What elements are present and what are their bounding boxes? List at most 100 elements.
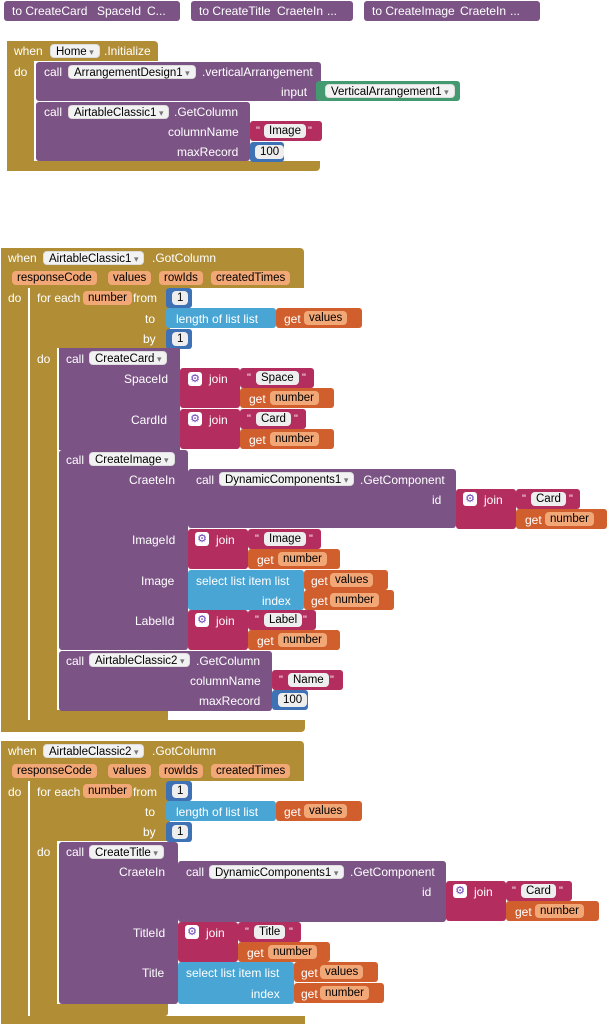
- event-param[interactable]: responseCode: [12, 271, 97, 285]
- by-label: by: [143, 332, 156, 346]
- length-of-list-block[interactable]: [166, 308, 276, 328]
- number-value[interactable]: 1: [172, 291, 189, 305]
- gear-icon[interactable]: ⚙: [188, 412, 202, 426]
- to-label: to: [145, 805, 156, 819]
- for-each-body-bar: [30, 288, 57, 722]
- when-label: when: [14, 44, 43, 58]
- param-label: id: [432, 493, 442, 507]
- method-name: .GetComponent: [350, 865, 435, 879]
- get-variable-dropdown[interactable]: values: [304, 311, 348, 325]
- component-dropdown[interactable]: VerticalArrangement1: [325, 84, 455, 98]
- quote-icon: ": [330, 674, 334, 686]
- from-label: from: [133, 785, 157, 799]
- tab-create-image[interactable]: to CreateImage CraeteIn ...: [364, 1, 540, 21]
- do-label: do: [8, 291, 22, 305]
- tab-param: CraeteIn: [277, 4, 324, 18]
- join-label: join: [206, 926, 225, 940]
- method-name: .GetComponent: [360, 473, 445, 487]
- event-body-bar: [1, 741, 28, 1024]
- component-dropdown[interactable]: DynamicComponents1: [219, 472, 355, 486]
- get-variable-dropdown[interactable]: number: [330, 593, 379, 607]
- get-variable-dropdown[interactable]: number: [270, 432, 319, 446]
- call-label: call: [66, 453, 85, 467]
- event-param[interactable]: createdTimes: [211, 271, 291, 285]
- quote-icon: ": [279, 674, 283, 686]
- gear-icon[interactable]: ⚙: [453, 884, 467, 898]
- component-dropdown[interactable]: AirtableClassic1: [68, 105, 170, 119]
- get-variable-dropdown[interactable]: number: [320, 986, 369, 1000]
- get-variable-dropdown[interactable]: values: [304, 804, 348, 818]
- text-value[interactable]: Label: [264, 613, 303, 627]
- text-value[interactable]: Image: [264, 124, 306, 138]
- quote-icon: ": [308, 125, 312, 137]
- get-variable-dropdown[interactable]: number: [270, 391, 319, 405]
- join-label: join: [209, 413, 228, 427]
- gear-icon[interactable]: ⚙: [463, 492, 477, 506]
- for-each-bottom-bar: [30, 1004, 168, 1016]
- procedure-dropdown[interactable]: CreateImage: [89, 452, 175, 466]
- gear-icon[interactable]: ⚙: [185, 925, 199, 939]
- get-variable-dropdown[interactable]: number: [278, 633, 327, 647]
- event-param[interactable]: rowIds: [159, 764, 203, 778]
- call-create-title[interactable]: [59, 842, 178, 1004]
- event-param[interactable]: values: [108, 271, 152, 285]
- get-variable-dropdown[interactable]: values: [320, 965, 364, 979]
- get-label: get: [247, 946, 264, 960]
- number-value[interactable]: 1: [172, 332, 189, 346]
- get-label: get: [284, 805, 301, 819]
- gear-icon[interactable]: ⚙: [195, 532, 209, 546]
- tab-create-title[interactable]: to CreateTitle CraeteIn ...: [191, 1, 353, 21]
- call-label: call: [66, 654, 85, 668]
- for-each-label: for each: [37, 785, 81, 799]
- get-variable-dropdown[interactable]: number: [545, 512, 594, 526]
- loop-variable[interactable]: number: [83, 784, 132, 798]
- get-variable-dropdown[interactable]: values: [330, 573, 374, 587]
- gear-icon[interactable]: ⚙: [195, 613, 209, 627]
- join-label: join: [484, 493, 503, 507]
- component-dropdown[interactable]: AirtableClassic2: [43, 744, 145, 758]
- event-param[interactable]: createdTimes: [211, 764, 291, 778]
- call-create-image[interactable]: [59, 450, 188, 650]
- component-dropdown[interactable]: DynamicComponents1: [209, 865, 345, 879]
- text-value[interactable]: Title: [254, 925, 286, 939]
- tab-label: to CreateTitle: [199, 4, 271, 18]
- call-label: call: [66, 352, 85, 366]
- text-value[interactable]: Space: [256, 371, 299, 385]
- component-dropdown[interactable]: AirtableClassic2: [89, 653, 191, 667]
- gear-icon[interactable]: ⚙: [188, 372, 202, 386]
- number-value[interactable]: 1: [172, 825, 189, 839]
- text-value[interactable]: Name: [288, 673, 329, 687]
- number-value[interactable]: 1: [172, 784, 189, 798]
- loop-variable[interactable]: number: [83, 291, 132, 305]
- get-variable-dropdown[interactable]: number: [535, 904, 584, 918]
- method-name: .GetColumn: [174, 105, 239, 119]
- procedure-dropdown[interactable]: CreateCard: [89, 351, 168, 365]
- event-param[interactable]: responseCode: [12, 764, 97, 778]
- event-bottom-bar: [1, 720, 305, 732]
- do-label: do: [8, 785, 22, 799]
- text-value[interactable]: Card: [521, 884, 556, 898]
- select-list-item-block[interactable]: [188, 570, 304, 610]
- select-list-item-block[interactable]: [178, 962, 294, 1004]
- procedure-dropdown[interactable]: CreateTitle: [89, 845, 164, 859]
- tab-create-card[interactable]: to CreateCard SpaceId C...: [4, 1, 180, 21]
- event-param[interactable]: values: [108, 764, 152, 778]
- number-value[interactable]: 100: [255, 145, 285, 159]
- quote-icon: ": [512, 885, 516, 897]
- event-param[interactable]: rowIds: [159, 271, 203, 285]
- number-value[interactable]: 100: [278, 693, 308, 707]
- get-variable-dropdown[interactable]: number: [268, 945, 317, 959]
- text-value[interactable]: Card: [256, 412, 291, 426]
- quote-icon: ": [569, 493, 573, 505]
- get-variable-dropdown[interactable]: number: [278, 552, 327, 566]
- component-dropdown[interactable]: AirtableClassic1: [43, 251, 145, 265]
- text-value[interactable]: Card: [531, 492, 566, 506]
- for-each-bottom-bar: [30, 710, 168, 722]
- tab-param: SpaceId: [97, 4, 142, 18]
- component-dropdown[interactable]: Home: [50, 44, 100, 58]
- length-of-list-block[interactable]: [166, 801, 276, 821]
- select-list-item-label: select list item list: [186, 966, 280, 980]
- text-value[interactable]: Image: [264, 532, 306, 546]
- get-label: get: [515, 905, 532, 919]
- component-dropdown[interactable]: ArrangementDesign1: [68, 65, 196, 79]
